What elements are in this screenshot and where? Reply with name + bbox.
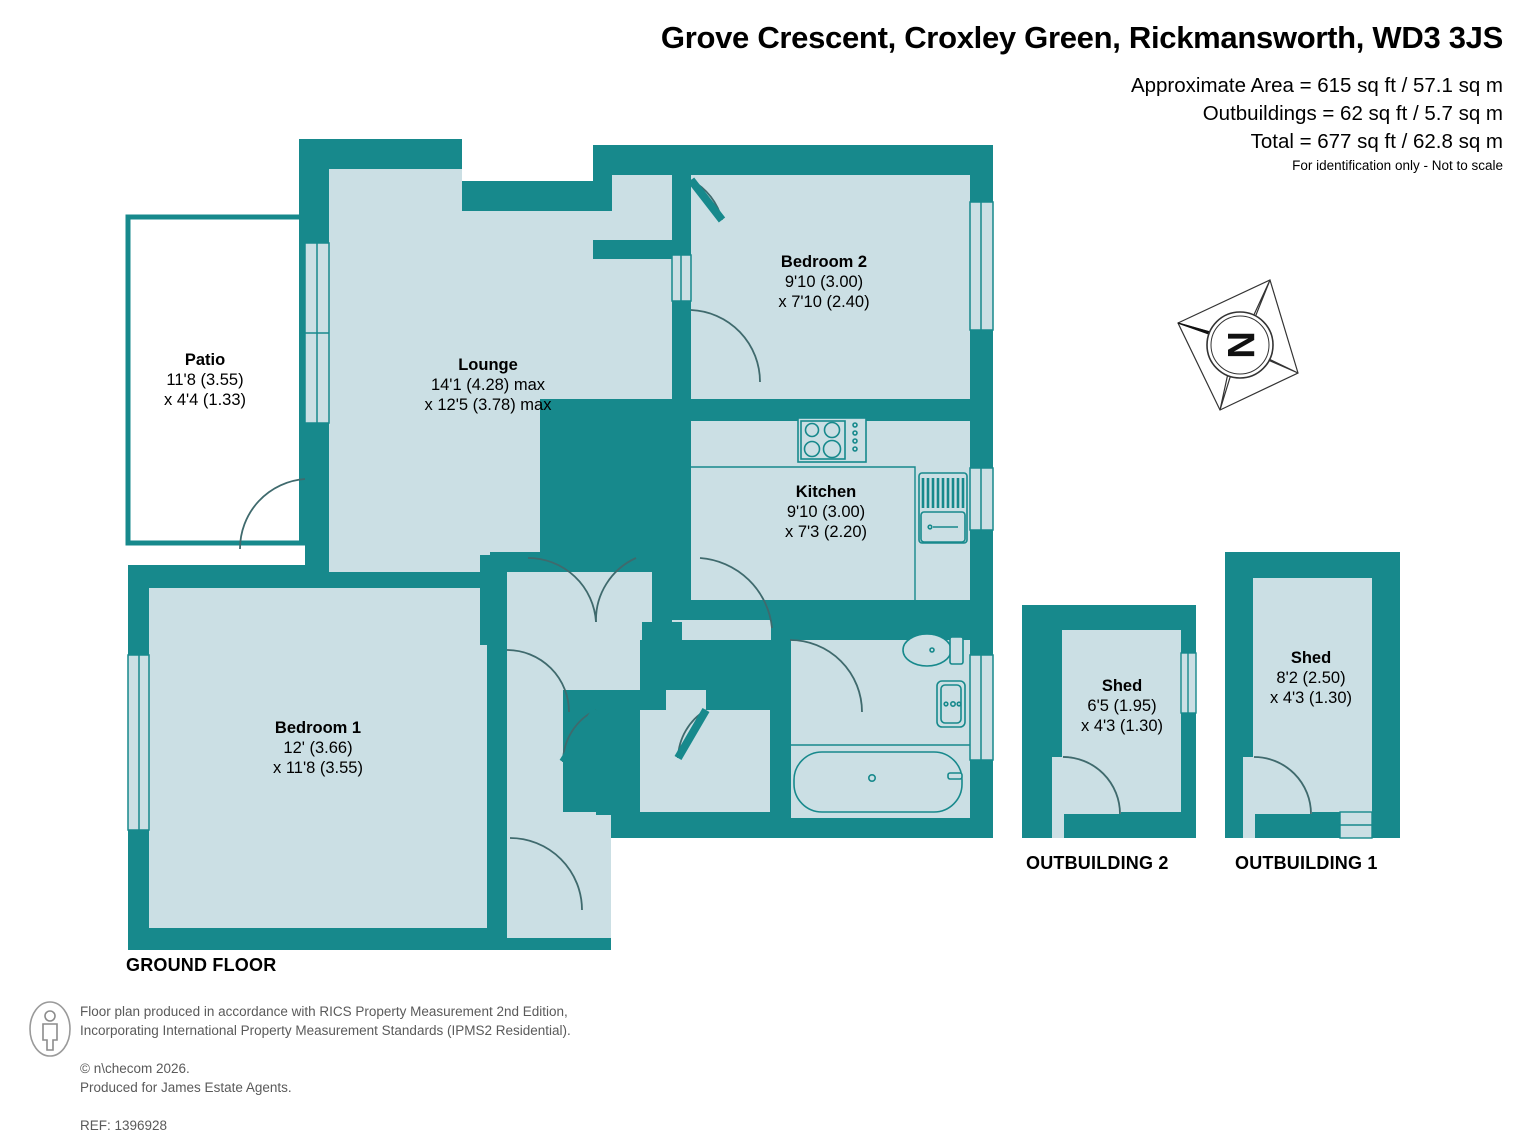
- room-label-shed-outbuilding-2: Shed 6'5 (1.95) x 4'3 (1.30): [1080, 677, 1164, 735]
- compass-north-label: N: [1219, 331, 1261, 358]
- compass-rose: N: [1177, 279, 1299, 411]
- door-swing-patio: [239, 478, 306, 550]
- room-label-shed-outbuilding-1: Shed 8'2 (2.50) x 4'3 (1.30): [1269, 649, 1353, 707]
- scale-disclaimer: For identification only - Not to scale: [1292, 158, 1503, 173]
- room-label-patio: Patio 11'8 (3.55) x 4'4 (1.33): [163, 351, 247, 409]
- page-title: Grove Crescent, Croxley Green, Rickmansw…: [660, 20, 1503, 55]
- approximate-area: Approximate Area = 615 sq ft / 57.1 sq m: [1130, 74, 1503, 97]
- room-label-bedroom-1: Bedroom 1 12' (3.66) x 11'8 (3.55): [273, 719, 363, 777]
- total-area: Total = 677 sq ft / 62.8 sq m: [1250, 130, 1503, 153]
- outbuilding-2-plan: [1022, 605, 1197, 838]
- door-swing-back: [509, 837, 583, 911]
- rear-hall-floor-fill: [500, 812, 611, 938]
- door-leaves: [559, 177, 726, 765]
- room-label-lounge: Lounge 14'1 (4.28) max x 12'5 (3.78) max: [424, 356, 552, 414]
- footer-text: Floor plan produced in accordance with R…: [80, 1002, 571, 1135]
- area-summary: Approximate Area = 615 sq ft / 57.1 sq m…: [1131, 72, 1503, 156]
- door-leaf-cupboard-left: [559, 707, 600, 765]
- outbuilding1-door-swing: [1253, 756, 1312, 815]
- door-swing-bedroom1: [506, 649, 570, 713]
- door-leaf-entrance: [687, 177, 726, 223]
- caption-ground-floor: GROUND FLOOR: [126, 955, 277, 975]
- outbuilding-1-plan: [1225, 552, 1400, 839]
- store-cupboard-floor-fill: [640, 690, 770, 812]
- caption-outbuilding-2: OUTBUILDING 2: [1026, 853, 1169, 873]
- door-swing-hall-c: [699, 557, 773, 629]
- entrance-lobby-floor-fill: [612, 175, 690, 250]
- bathroom-fixtures: [791, 633, 970, 813]
- footer-line-3: Produced for James Estate Agents. REF: 1…: [80, 1080, 292, 1133]
- outbuilding1-floor-fill: [1253, 578, 1372, 812]
- door-swing-hall-b: [595, 557, 637, 623]
- door-swing-kitchen: [789, 639, 863, 713]
- caption-outbuilding-1: OUTBUILDING 1: [1235, 853, 1378, 873]
- door-leaf-cupboard-right: [674, 707, 710, 761]
- outbuilding2-door-opening: [1052, 757, 1064, 838]
- hall-floor-fill: [500, 572, 790, 812]
- person-icon: [29, 1001, 71, 1057]
- kitchen-fixtures: [691, 417, 968, 600]
- ground-floor-plan: [125, 139, 994, 950]
- outbuilding1-door-opening: [1243, 757, 1255, 838]
- footer-line-1: Floor plan produced in accordance with R…: [80, 1004, 568, 1019]
- room-label-bedroom-2: Bedroom 2 9'10 (3.00) x 7'10 (2.40): [778, 253, 870, 311]
- windows: [127, 201, 994, 831]
- bathtub-icon: [791, 744, 970, 813]
- kitchen-floor-fill: [690, 420, 970, 618]
- outbuildings-area: Outbuildings = 62 sq ft / 5.7 sq m: [1202, 102, 1503, 125]
- bedroom2-floor-fill: [690, 175, 970, 399]
- toilet-icon: [902, 633, 964, 667]
- bedroom1-floor-fill: [149, 588, 487, 928]
- compass-dial: [1206, 311, 1274, 379]
- door-swing-bedroom2: [690, 309, 761, 383]
- room-label-kitchen: Kitchen 9'10 (3.00) x 7'3 (2.20): [784, 483, 868, 541]
- door-swing-hall-a: [527, 557, 597, 623]
- footer-line-2: Incorporating International Property Mea…: [80, 1023, 571, 1076]
- basin-icon: [936, 680, 966, 728]
- floor-plan-drawing: N: [125, 139, 1400, 950]
